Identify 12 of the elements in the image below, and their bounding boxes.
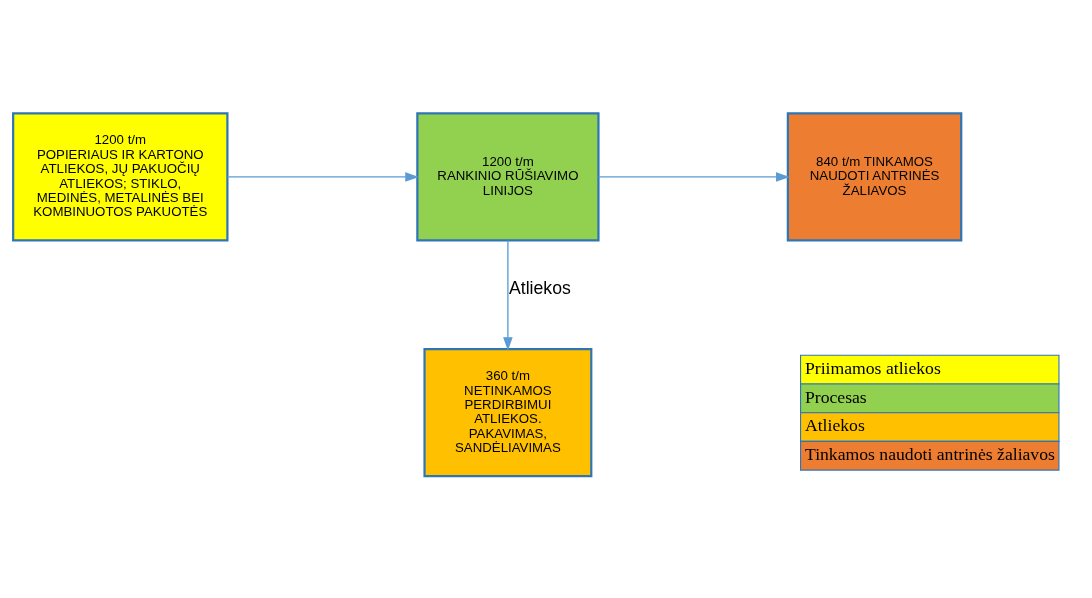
arrow (503, 239, 513, 351)
edge-label: Atliekos (509, 277, 571, 298)
node-box: 1200 t/m POPIERIAUS IR KARTONO ATLIEKOS, JŲ PAKUOČIŲ ATLIEKOS; STIKLO, MEDINĖS, METALINĖS BEI KOMBINUOTOS PAKUOTĖS (12, 111, 229, 242)
legend-label: Procesas (804, 386, 867, 407)
legend-label: Tinkamos naudoti antrinės žaliavos (804, 443, 1055, 464)
arrow (226, 171, 419, 182)
legend-label: Priimamos atliekos (804, 357, 941, 378)
node-box: 840 t/m TINKAMOS NAUDOTI ANTRINĖS ŽALIAVOS (786, 111, 963, 242)
node-box: 360 t/m NETINKAMOS PERDIRBIMUI ATLIEKOS. PAKAVIMAS, SANDĖLIAVIMAS (423, 347, 593, 477)
node-box: 1200 t/m RANKINIO RŪŠIAVIMO LINIJOS (416, 111, 600, 242)
arrow (597, 171, 790, 182)
legend-label: Atliekos (804, 414, 865, 435)
